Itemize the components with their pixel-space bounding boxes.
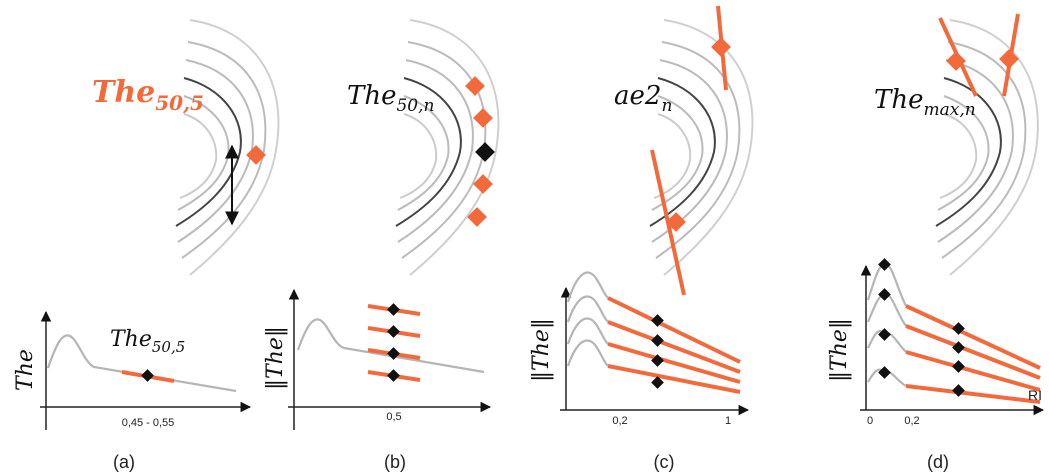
response-curve bbox=[566, 317, 609, 345]
panel-b-top-label: The50,n bbox=[347, 81, 434, 116]
panel-d-top-label: Themax,n bbox=[874, 85, 976, 120]
orange-diamond-marker bbox=[467, 207, 487, 227]
panel-b-arc-curves bbox=[395, 19, 500, 276]
orange-regression-line bbox=[905, 324, 1041, 380]
black-diamond-marker bbox=[141, 369, 154, 382]
orange-regression-line bbox=[905, 304, 1041, 370]
black-diamond-marker bbox=[387, 347, 400, 360]
orange-diamond-marker bbox=[473, 108, 493, 128]
orange-regression-line bbox=[905, 350, 1041, 392]
panel-c: ae2n ‖The‖ 0,2 1 (c) bbox=[529, 5, 754, 472]
plot-title: The50,5 bbox=[110, 327, 185, 356]
black-diamond-stack bbox=[387, 303, 400, 382]
panel-caption: (d) bbox=[927, 452, 949, 472]
orange-diamond-marker bbox=[999, 49, 1019, 69]
response-curve-family bbox=[566, 271, 609, 367]
y-axis-label: ‖The‖ bbox=[827, 318, 852, 382]
panel-a: The50,5 The The50,5 0,45 - 0,55 (a) bbox=[13, 19, 280, 472]
panel-d: Themax,n ‖The‖ 0 0,2 bbox=[827, 13, 1045, 472]
orange-regression-line bbox=[607, 296, 741, 364]
orange-diamond-marker bbox=[246, 145, 266, 165]
x-tick-label: 0 bbox=[867, 415, 873, 427]
orange-diamond-marker bbox=[473, 174, 493, 194]
response-curve bbox=[46, 334, 237, 393]
y-axis-label: The bbox=[13, 349, 38, 391]
x-axis-end-label: RI bbox=[1028, 387, 1042, 403]
black-diamond-marker bbox=[878, 288, 891, 301]
orange-regression-line bbox=[607, 342, 741, 384]
x-tick-label: 0,5 bbox=[386, 411, 401, 423]
black-diamond-marker bbox=[475, 142, 495, 162]
response-curve bbox=[296, 318, 485, 374]
panel-c-arc-curves bbox=[649, 19, 754, 276]
orange-diamond-marker bbox=[465, 76, 485, 96]
black-diamond-marker bbox=[387, 325, 400, 338]
x-tick-label: 0,45 - 0,55 bbox=[122, 417, 175, 429]
black-diamond-marker bbox=[952, 384, 965, 397]
orange-segment-stack bbox=[367, 304, 421, 382]
response-curve bbox=[566, 339, 609, 367]
response-curve bbox=[566, 271, 609, 303]
panel-b: The50,n ‖The‖ 0,5 (b) bbox=[263, 19, 500, 472]
black-diamond-marker bbox=[878, 366, 891, 379]
response-curve bbox=[866, 262, 907, 307]
black-diamond-marker bbox=[651, 334, 664, 347]
diamond-column bbox=[465, 76, 495, 227]
panel-caption: (c) bbox=[654, 452, 675, 472]
orange-regression-lines bbox=[905, 304, 1041, 404]
panel-a-top-label: The50,5 bbox=[92, 75, 204, 115]
panel-caption: (b) bbox=[384, 452, 406, 472]
y-axis-label: ‖The‖ bbox=[529, 318, 554, 382]
orange-regression-line bbox=[905, 384, 1041, 404]
orange-regression-line bbox=[607, 320, 741, 374]
x-tick-label: 0,2 bbox=[904, 415, 919, 427]
panel-c-top-label: ae2n bbox=[614, 81, 672, 116]
peak-diamond-stack bbox=[878, 258, 891, 379]
black-diamond-marker bbox=[387, 369, 400, 382]
response-curve-family bbox=[866, 262, 907, 387]
orange-regression-lines bbox=[607, 296, 741, 394]
orange-regression-line bbox=[607, 364, 741, 394]
x-tick-label: 1 bbox=[725, 415, 731, 427]
response-curve bbox=[566, 295, 609, 323]
response-curve bbox=[866, 292, 907, 327]
x-tick-label: 0,2 bbox=[612, 415, 627, 427]
y-axis-label: ‖The‖ bbox=[263, 326, 288, 390]
black-diamond-marker bbox=[952, 360, 965, 373]
panel-caption: (a) bbox=[113, 452, 135, 472]
panel-a-arc-curves bbox=[175, 19, 280, 276]
black-diamond-marker bbox=[387, 303, 400, 316]
